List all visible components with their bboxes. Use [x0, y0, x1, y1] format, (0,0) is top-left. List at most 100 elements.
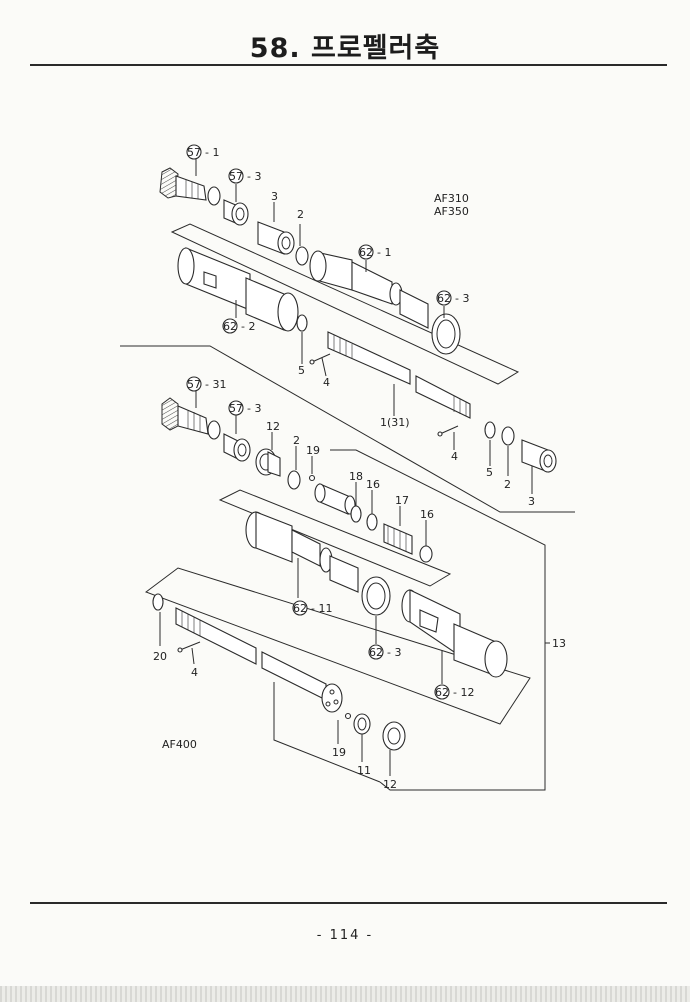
needle-bearing-3 — [257, 221, 295, 255]
part-label-4: 4 — [323, 376, 330, 389]
o-ring-5 — [296, 314, 308, 332]
bracket-13 — [330, 449, 546, 791]
washer-2 — [295, 246, 309, 266]
callout-62-11-suffix: - 11 — [311, 602, 332, 615]
callout-57-3a-suffix: - 3 — [247, 170, 261, 183]
model-label-af350: AF350 — [434, 205, 469, 218]
o-ring-5-b — [484, 421, 496, 439]
ring-62-3-b — [361, 576, 391, 616]
callout-62-1: 62 — [359, 246, 373, 259]
model-label-af310: AF310 — [434, 192, 469, 205]
propeller-shaft-af400 — [175, 607, 343, 713]
ring-16-b — [419, 545, 433, 563]
part-label-11: 11 — [357, 764, 371, 777]
part-label-2-c: 2 — [293, 434, 300, 447]
callout-circle-62-3a — [436, 290, 452, 306]
callout-circle-62-12 — [434, 684, 450, 700]
bearing-57-3-b — [223, 433, 251, 462]
callout-circle-57-1 — [186, 144, 202, 160]
propeller-shaft-1 — [327, 331, 471, 419]
o-ring-20 — [152, 593, 164, 611]
callout-circle-62-11 — [292, 600, 308, 616]
cotter-pin-4-b — [437, 425, 459, 437]
header-rule — [30, 64, 667, 66]
tube-62-11 — [245, 511, 359, 593]
bearing-12-b — [382, 721, 406, 751]
callout-57-31: 57 — [187, 378, 201, 391]
callout-62-3a: 62 — [437, 292, 451, 305]
washer-2-b — [501, 426, 515, 446]
callout-circle-57-3b — [228, 400, 244, 416]
part-label-4-c: 4 — [191, 666, 198, 679]
part-label-1-31: 1(31) — [380, 416, 410, 429]
page-number: - 114 - — [316, 928, 374, 943]
pinion-gear-57-31 — [161, 397, 221, 440]
assembly-frame-upper — [170, 223, 520, 385]
callout-62-11: 62 — [293, 602, 307, 615]
part-label-3-b: 3 — [528, 495, 535, 508]
leader-lines-lower — [159, 390, 443, 776]
housing-62-12 — [401, 589, 508, 678]
section-divider — [120, 345, 575, 513]
ball-19-b — [344, 712, 352, 720]
callout-57-1: 57 — [187, 146, 201, 159]
pinion-gear-57-1 — [159, 167, 221, 206]
part-label-4-b: 4 — [451, 450, 458, 463]
callout-62-2-suffix: - 2 — [241, 320, 255, 333]
cotter-pin-4 — [309, 353, 331, 365]
part-label-5: 5 — [298, 364, 305, 377]
cotter-pin-4-c — [177, 641, 201, 653]
scan-edge — [0, 986, 690, 1002]
callout-62-2: 62 — [223, 320, 237, 333]
housing-62-2 — [177, 247, 299, 332]
callout-62-12-suffix: - 12 — [453, 686, 474, 699]
part-label-16-b: 16 — [420, 508, 434, 521]
ring-62-3 — [431, 313, 461, 355]
part-label-20: 20 — [153, 650, 167, 663]
part-label-12-b: 12 — [383, 778, 397, 791]
callout-57-3b: 57 — [229, 402, 243, 415]
callout-62-3a-suffix: - 3 — [455, 292, 469, 305]
washer-2-c — [287, 470, 301, 490]
callout-circle-57-3a — [228, 168, 244, 184]
part-label-12: 12 — [266, 420, 280, 433]
callout-62-3b: 62 — [369, 646, 383, 659]
tube-62-1 — [309, 250, 429, 329]
part-label-17: 17 — [395, 494, 409, 507]
callout-57-1-suffix: - 1 — [205, 146, 219, 159]
page-title: 58. 프로펠러축 — [249, 33, 441, 64]
callout-57-31-suffix: - 31 — [205, 378, 226, 391]
callout-62-12: 62 — [435, 686, 449, 699]
part-label-19-b: 19 — [332, 746, 346, 759]
spring-17 — [383, 523, 413, 555]
callout-circle-62-1 — [358, 244, 374, 260]
part-label-16: 16 — [366, 478, 380, 491]
bearing-57-3 — [223, 199, 249, 226]
assembly-frame-middle — [218, 489, 452, 587]
footer-rule — [30, 902, 667, 904]
leader-lines-upper — [195, 158, 533, 494]
part-label-13: 13 — [552, 637, 566, 650]
bearing-12 — [255, 448, 281, 477]
ring-18 — [350, 505, 362, 523]
part-label-3: 3 — [271, 190, 278, 203]
bearing-11 — [353, 713, 371, 735]
sleeve-18-group — [314, 483, 356, 515]
ring-16 — [366, 513, 378, 531]
part-label-18: 18 — [349, 470, 363, 483]
callout-circle-57-31 — [186, 376, 202, 392]
callout-57-3b-suffix: - 3 — [247, 402, 261, 415]
part-label-2: 2 — [297, 208, 304, 221]
needle-bearing-3-b — [521, 439, 557, 473]
ball-19 — [308, 474, 316, 482]
callout-62-3b-suffix: - 3 — [387, 646, 401, 659]
model-label-af400: AF400 — [162, 738, 197, 751]
part-label-2-b: 2 — [504, 478, 511, 491]
callout-62-1-suffix: - 1 — [377, 246, 391, 259]
part-label-5-b: 5 — [486, 466, 493, 479]
bracket-lower-shaft — [273, 682, 381, 783]
assembly-frame-lower — [144, 567, 531, 725]
callout-circle-62-3b — [368, 644, 384, 660]
part-label-19: 19 — [306, 444, 320, 457]
